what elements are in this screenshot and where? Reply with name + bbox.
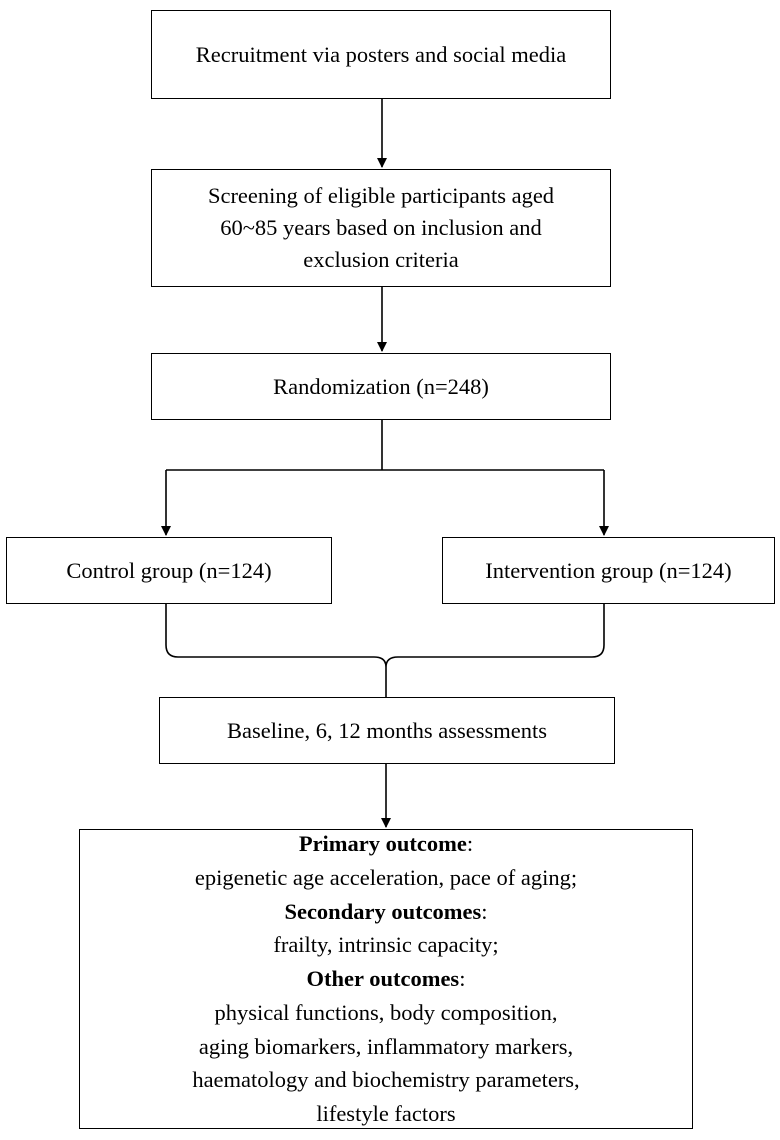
primary-outcome-colon: : [466, 831, 474, 857]
other-outcome-heading: Other outcomes [306, 966, 460, 992]
primary-outcome-items: epigenetic age acceleration, pace of agi… [194, 864, 578, 890]
primary-outcome-heading-line: Primary outcome: [299, 827, 473, 861]
primary-outcome-heading: Primary outcome [298, 831, 467, 857]
control-group-box: Control group (n=124) [6, 537, 332, 604]
other-outcome-item: haematology and biochemistry parameters, [192, 1067, 580, 1093]
assessments-box: Baseline, 6, 12 months assessments [159, 697, 615, 764]
screening-line: 60~85 years based on inclusion and [220, 215, 542, 241]
recruitment-text: Recruitment via posters and social media [195, 41, 567, 67]
control-group-text: Control group (n=124) [66, 557, 272, 583]
other-outcome-colon: : [459, 966, 466, 992]
randomization-box: Randomization (n=248) [151, 353, 611, 420]
other-outcome-item: aging biomarkers, inflammatory markers, [198, 1033, 574, 1059]
recruitment-box: Recruitment via posters and social media [151, 10, 611, 99]
intervention-group-box: Intervention group (n=124) [442, 537, 775, 604]
split-connector [166, 420, 604, 471]
secondary-outcome-colon: : [481, 898, 488, 924]
screening-line: Screening of eligible participants aged [207, 183, 555, 209]
other-outcome-item: lifestyle factors [316, 1101, 456, 1127]
other-outcome-item: physical functions, body composition, [214, 999, 558, 1025]
outcomes-box: Primary outcome: epigenetic age accelera… [79, 829, 693, 1129]
other-outcome-heading-line: Other outcomes: [307, 962, 466, 996]
screening-line: exclusion criteria [303, 246, 459, 272]
screening-box: Screening of eligible participants aged … [151, 169, 611, 287]
merge-brace [165, 604, 605, 668]
secondary-outcome-heading: Secondary outcomes [284, 898, 482, 924]
intervention-group-text: Intervention group (n=124) [485, 557, 732, 583]
secondary-outcome-heading-line: Secondary outcomes: [284, 895, 487, 929]
secondary-outcome-items: frailty, intrinsic capacity; [273, 932, 499, 958]
assessments-text: Baseline, 6, 12 months assessments [227, 717, 547, 743]
randomization-text: Randomization (n=248) [273, 373, 489, 399]
